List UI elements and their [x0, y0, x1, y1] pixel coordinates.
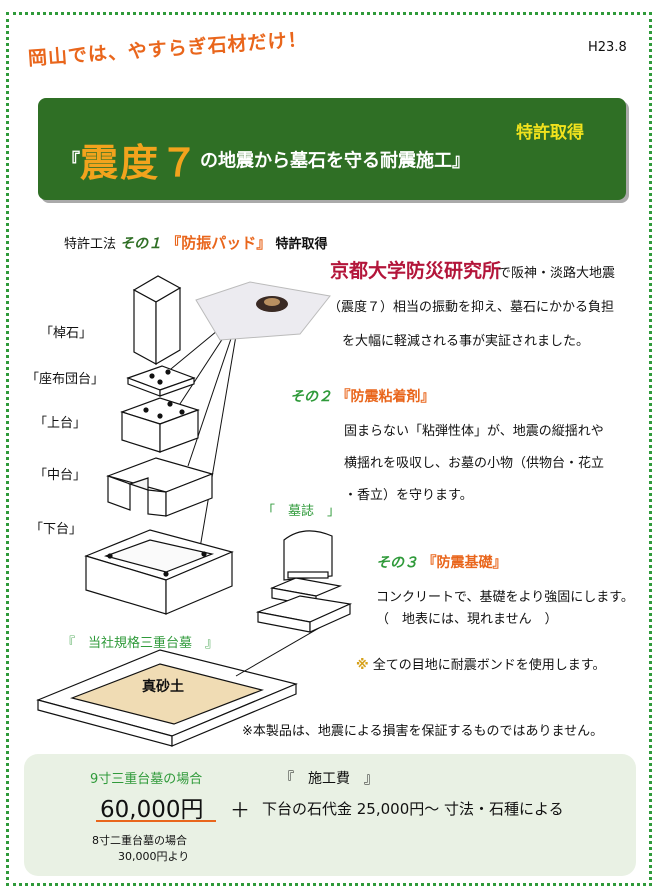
section1-heading: 特許工法 その１ 『防振パッド』 特許取得: [64, 232, 327, 253]
pricing-case8: 8寸二重台墓の場合: [92, 834, 187, 847]
vibration-pad-illustration: [195, 281, 331, 341]
disclaimer: ※本製品は、地震による損害を保証するものではありません。: [242, 724, 604, 739]
label-saoishi: 「棹石」: [40, 326, 93, 341]
label-zabuton: 「座布団台」: [26, 372, 105, 387]
gedai-stone: [84, 529, 234, 615]
pricing-case8-price: 30,000円より: [118, 850, 190, 863]
pricing-case9: 9寸三重台墓の場合: [90, 772, 203, 787]
label-boshi: 「 墓誌 」: [262, 504, 341, 519]
pricing-panel: [24, 754, 636, 876]
headline-quote: 『: [62, 150, 80, 172]
bond-note-mark: ※: [356, 658, 369, 673]
section3-heading: その３ 『防震基礎』: [376, 552, 506, 572]
section3-line-1: コンクリートで、基礎をより強固にします。: [376, 590, 634, 605]
pricing-cost-label: 『 施工費 』: [280, 771, 378, 787]
section2-line-1: 固まらない「粘弾性体」が、地震の縦揺れや: [344, 424, 604, 439]
section1-patent: 特許取得: [275, 237, 328, 252]
label-jodai: 「上台」: [34, 416, 87, 431]
section1-line-3: を大幅に軽減される事が実証されました。: [342, 334, 590, 349]
section2-number: その２: [290, 389, 332, 405]
section1-line-2: （震度７）相当の振動を抑え、墓石にかかる負担: [328, 300, 615, 315]
base-frame: [36, 649, 298, 747]
pricing-price: 60,000円: [100, 797, 204, 823]
section2-heading: その２ 『防震粘着剤』: [290, 386, 434, 406]
label-gedai: 「下台」: [30, 522, 83, 537]
section2-title: 『防震粘着剤』: [336, 389, 435, 405]
jodai-stone: [120, 397, 200, 453]
bond-note-text: 全ての目地に耐震ボンドを使用します。: [372, 658, 606, 673]
patent-badge: 特許取得: [516, 123, 584, 143]
date-label: H23.8: [588, 40, 627, 55]
section3-number: その３: [376, 555, 418, 571]
page-border: [6, 12, 652, 886]
pricing-stone: 下台の石代金 25,000円～ 寸法・石種による: [262, 800, 564, 818]
headline: 『震度７の地震から墓石を守る耐震施工』: [62, 132, 470, 187]
headline-banner: [38, 98, 626, 200]
pricing-plus: ＋: [230, 798, 250, 822]
saoishi-stone: [132, 275, 182, 366]
label-standard-grave: 『 当社規格三重台墓 』: [62, 636, 219, 651]
section2-line-2: 横揺れを吸収し、お墓の小物（供物台・花立: [344, 456, 605, 471]
price-underline: [96, 820, 216, 822]
section1-title: 『防振パッド』: [166, 234, 272, 252]
boshi-stone: [255, 530, 353, 633]
headline-big: 震度７: [80, 141, 201, 185]
label-masado: 真砂土: [142, 679, 184, 695]
section2-line-3: ・香立）を守ります。: [344, 488, 473, 503]
zabuton-stone: [126, 365, 196, 397]
label-chudai: 「中台」: [34, 468, 87, 483]
kyoto-institute: 京都大学防災研究所: [330, 260, 502, 282]
headline-rest: の地震から墓石を守る耐震施工』: [200, 150, 471, 172]
section3-line-2: （ 地表には、現れません ）: [376, 612, 558, 627]
section1-method: 特許工法: [64, 237, 117, 252]
section1-number: その１: [120, 236, 163, 252]
bond-note: ※ 全ての目地に耐震ボンドを使用します。: [356, 654, 605, 673]
section1-line-1: で阪神・淡路大地震: [498, 266, 616, 281]
section3-title: 『防震基礎』: [422, 555, 507, 571]
chudai-stone: [106, 457, 214, 517]
